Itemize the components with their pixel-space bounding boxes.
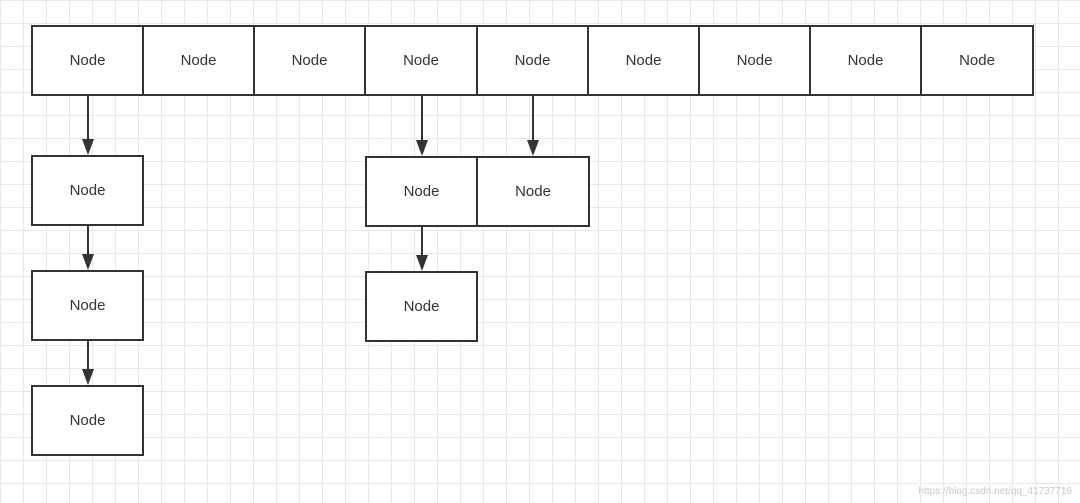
node-chain-a-3: Node [31,385,144,456]
node-chain-a-1: Node [31,155,144,226]
arrowhead-icon [82,369,94,385]
arrowhead-icon [82,139,94,155]
edge-arrow-top-4-to-pair-left [416,96,428,156]
edge-arrow-top-1-to-chain-a-1 [82,96,94,155]
node-pair-below: Node [365,271,478,342]
node-chain-a-2: Node [31,270,144,341]
arrowhead-icon [82,254,94,270]
node-top-6: Node [587,25,700,96]
arrowhead-icon [527,140,539,156]
edge-arrow-chain-a-1-to-chain-a-2 [82,226,94,270]
watermark: https://blog.csdn.net/qq_41737716 [918,486,1072,497]
arrowhead-icon [416,255,428,271]
node-top-7: Node [698,25,811,96]
node-top-8: Node [809,25,922,96]
node-top-1: Node [31,25,144,96]
node-top-9: Node [920,25,1034,96]
node-pair-left: Node [365,156,478,227]
edge-arrow-pair-left-to-pair-below [416,227,428,271]
node-top-3: Node [253,25,366,96]
edge-arrow-chain-a-2-to-chain-a-3 [82,341,94,385]
node-top-5: Node [476,25,589,96]
node-top-4: Node [364,25,478,96]
node-pair-right: Node [476,156,590,227]
node-top-2: Node [142,25,255,96]
arrowhead-icon [416,140,428,156]
edge-arrow-top-5-to-pair-right [527,96,539,156]
